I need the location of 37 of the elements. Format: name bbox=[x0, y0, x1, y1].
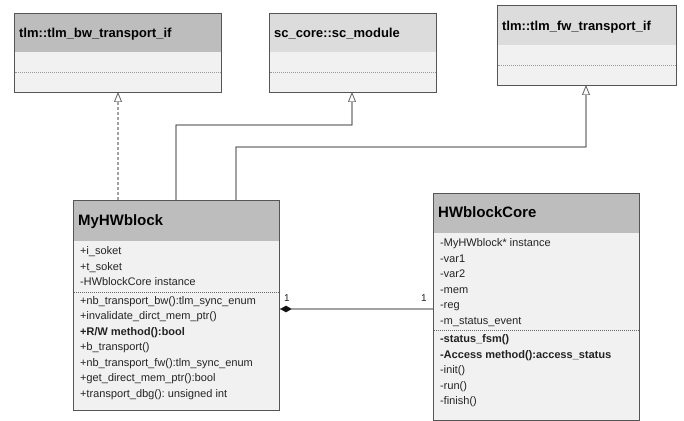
class-box bbox=[269, 13, 437, 93]
class-name: HWblockCore bbox=[438, 203, 536, 224]
attribute-text: -mem bbox=[440, 282, 470, 298]
method-text: +R/W method():bool bbox=[80, 324, 186, 340]
class-name: tlm::tlm_bw_transport_if bbox=[19, 24, 172, 42]
method-text: -status_fsm() bbox=[440, 332, 510, 347]
method-text: +invalidate_dirct_mem_ptr() bbox=[80, 309, 218, 324]
class-name: tlm::tlm_fw_transport_if bbox=[502, 16, 651, 35]
attribute-text: +t_soket bbox=[80, 260, 123, 274]
method-text: +b_transport() bbox=[80, 340, 150, 355]
class-box bbox=[73, 200, 280, 411]
composition-line bbox=[280, 306, 434, 312]
attribute-text: +i_soket bbox=[80, 244, 122, 259]
class-box bbox=[433, 193, 640, 421]
class-box bbox=[497, 5, 677, 86]
attribute-text: -var1 bbox=[440, 252, 466, 266]
method-text: +get_direct_mem_ptr():bool bbox=[80, 371, 216, 386]
attribute-text: -var2 bbox=[440, 267, 466, 282]
method-text: +transport_dbg(): unsigned int bbox=[80, 386, 228, 402]
method-text: +nb_transport_fw():tlm_sync_enum bbox=[80, 356, 254, 370]
class-name: MyHWblock bbox=[78, 210, 164, 231]
class-box bbox=[14, 13, 222, 93]
realization-arrow bbox=[236, 86, 590, 200]
attribute-text: -reg bbox=[440, 298, 461, 313]
method-text: -finish() bbox=[440, 394, 478, 409]
method-text: -Access method():access_status bbox=[440, 348, 612, 362]
method-text: -run() bbox=[440, 378, 468, 394]
multiplicity-label: 1 bbox=[421, 293, 427, 305]
method-text: +nb_transport_bw():tlm_sync_enum bbox=[80, 294, 257, 308]
attribute-text: -MyHWblock* instance bbox=[440, 236, 552, 251]
class-name: sc_core::sc_module bbox=[274, 24, 400, 42]
attribute-text: -HWblockCore instance bbox=[80, 275, 197, 290]
realization-arrow bbox=[176, 92, 356, 200]
attribute-text: -m_status_event bbox=[440, 314, 522, 328]
multiplicity-label: 1 bbox=[284, 293, 290, 305]
method-text: -init() bbox=[440, 363, 466, 378]
realization-arrow bbox=[114, 92, 122, 200]
